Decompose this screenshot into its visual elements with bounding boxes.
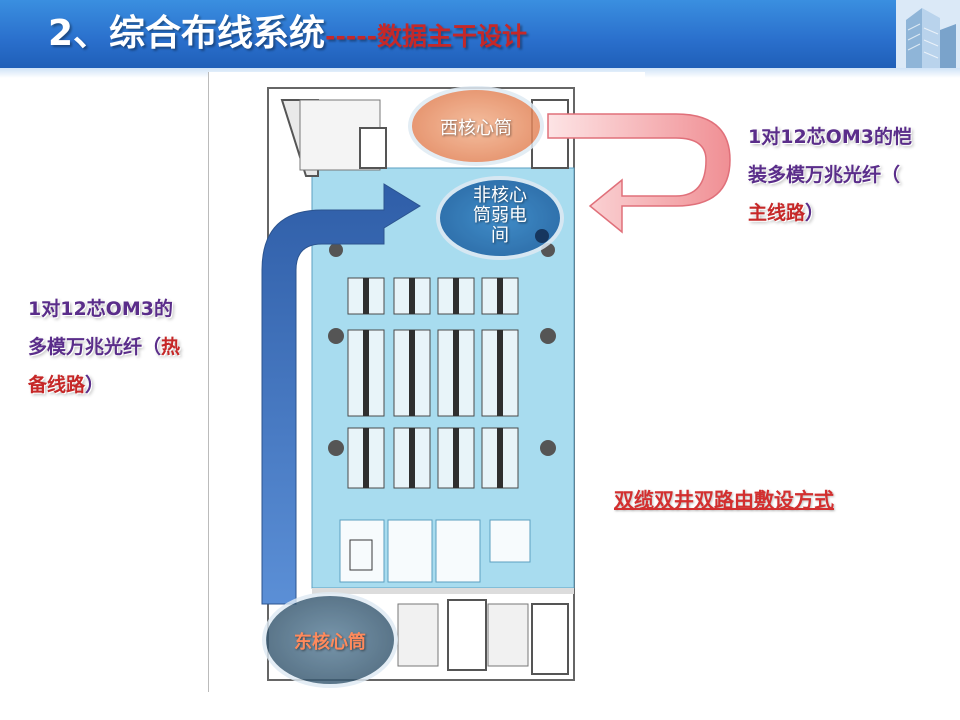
non-core-room-bubble (436, 176, 564, 260)
workstation-partition (497, 428, 503, 488)
workstation-area (347, 277, 519, 489)
routing-mode-caption: 双缆双井双路由敷设方式 (614, 488, 834, 512)
slide-title: 2、综合布线系统-----数据主干设计 (48, 8, 527, 60)
backup-route-arrow-icon (261, 183, 421, 605)
workstation-partition (497, 278, 503, 314)
east-core-bubble (262, 592, 398, 688)
workstation-partition (363, 428, 369, 488)
workstation-partition (363, 278, 369, 314)
west-core-bubble (408, 86, 544, 166)
workstation-partition (453, 278, 459, 314)
workstation-partition (453, 428, 459, 488)
workstation-partition (409, 428, 415, 488)
building-logo-icon (896, 0, 960, 68)
title-sub: -----数据主干设计 (325, 22, 527, 51)
main-route-arrow-icon (547, 113, 731, 234)
workstation-partition (497, 330, 503, 416)
workstation-partition (409, 278, 415, 314)
backup-line-note: 1对12芯OM3的 多模万兆光纤（热 备线路） (28, 298, 181, 396)
slide-header (0, 0, 960, 68)
main-line-note: 1对12芯OM3的恺 装多模万兆光纤（ 主线路） (748, 126, 912, 224)
east-core-label: 东核心筒 (294, 632, 366, 653)
workstation-partition (363, 330, 369, 416)
workstation-partition (453, 330, 459, 416)
title-main: 2、综合布线系统 (48, 13, 326, 54)
west-core-label: 西核心筒 (440, 118, 512, 139)
workstation-partition (409, 330, 415, 416)
non-core-room-label: 非核心 筒弱电 间 (473, 185, 527, 246)
